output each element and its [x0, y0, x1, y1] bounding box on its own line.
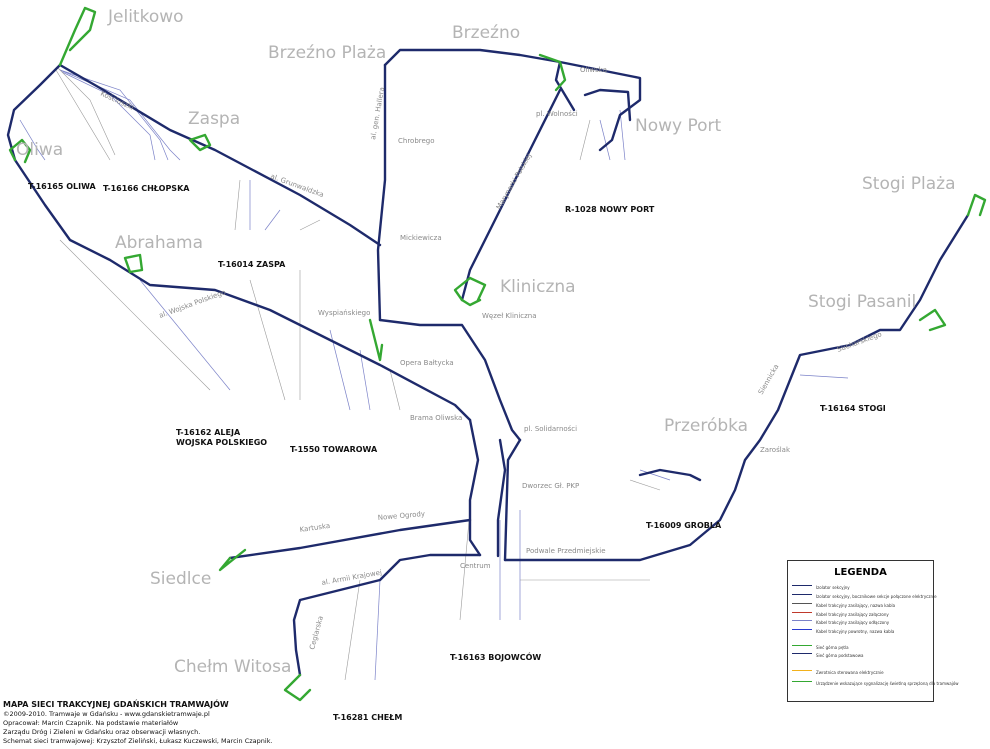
credits-line: Zarządu Dróg i Zieleni w Gdańsku oraz ob…	[3, 728, 201, 736]
legend-symbol-icon	[792, 629, 812, 636]
district-label-chelm-witosa: Chełm Witosa	[174, 657, 291, 677]
substation-label-t16164: T-16164 STOGI	[820, 404, 886, 413]
station-label-hallera: al. gen. Hallera	[369, 87, 386, 141]
station-label-zaroslak: Zaroślak	[760, 446, 791, 454]
station-label-grunwaldzka: al. Grunwaldzka	[269, 172, 325, 199]
legend-symbol-icon	[792, 620, 812, 627]
substation-label-t16009: T-16009 GROBLA	[646, 521, 722, 530]
station-label-mickiewicza: Mickiewicza	[400, 234, 442, 242]
legend-symbol-icon	[792, 612, 812, 619]
station-label-opera-baltycka: Opera Bałtycka	[400, 359, 454, 367]
legend-item-label: Kabel trakcyjny powrotny, nazwa kabla	[816, 628, 895, 634]
legend-item-label: Zwrotnica sterowana elektrycznie	[816, 669, 884, 675]
legend-item-label: Urządzenie wskazujące sygnalizację świet…	[816, 680, 959, 686]
legend-item-urzadzenie: Urządzenie wskazujące sygnalizację świet…	[792, 679, 959, 687]
station-label-pl-wolnosci: pl. Wolności	[536, 110, 578, 118]
district-label-kliniczna: Kliniczna	[500, 277, 576, 297]
station-label-nowe-ogrody: Nowe Ogrody	[377, 510, 425, 522]
credits-block: MAPA SIECI TRAKCYJNEJ GDAŃSKICH TRAMWAJÓ…	[3, 700, 323, 746]
substation-label-t16014: T-16014 ZASPA	[218, 260, 286, 269]
legend-symbol-icon	[792, 594, 812, 601]
station-label-podwale: Podwale Przedmiejskie	[526, 547, 606, 555]
substation-label-r1028: R-1028 NOWY PORT	[565, 205, 655, 214]
station-label-ceglarska: Ceglarska	[308, 615, 325, 651]
station-label-marynarki: Marynarki Polskiej	[495, 152, 534, 211]
district-label-oliwa: Oliwa	[16, 140, 63, 160]
station-label-armii-krajowej: al. Armii Krajowej	[321, 568, 383, 587]
substation-label-t16281: T-16281 CHEŁM	[333, 713, 402, 722]
legend-item-label: Sieć górna pętla	[816, 644, 849, 650]
district-label-siedlce: Siedlce	[150, 569, 211, 589]
station-label-wyspianskiego: Wyspiańskiego	[318, 309, 370, 317]
station-label-kartuska: Kartuska	[299, 522, 331, 534]
substation-label-t16163: T-16163 BOJOWCÓW	[450, 651, 541, 662]
legend-item-label: Izolator sekcyjny, bocznikowe sekcje poł…	[816, 593, 937, 599]
district-label-zaspa: Zaspa	[188, 109, 240, 129]
legend-item-label: Izolator sekcyjny	[816, 584, 850, 590]
district-label-nowy-port: Nowy Port	[635, 116, 722, 136]
legend-item-izolator-bocz: Izolator sekcyjny, bocznikowe sekcje poł…	[792, 592, 937, 600]
district-label-jelitkowo: Jelitkowo	[107, 7, 184, 27]
station-label-wojska-polskiego: al. Wojska Polskiego	[158, 288, 227, 320]
legend-item-izolator: Izolator sekcyjny	[792, 583, 850, 591]
station-label-majora-sucharskiego: Sucharskiego	[836, 330, 883, 354]
legend-item-label: Kabel trakcyjny zasilający, nazwa kabla	[816, 602, 896, 608]
legend-symbol-icon	[792, 670, 812, 677]
station-label-oliwska: Oliwska	[580, 66, 607, 74]
district-label-stogi-pasanil: Stogi Pasanil	[808, 292, 916, 312]
legend-item-label: Sieć górna podstawowa	[816, 652, 864, 658]
legend-symbol-icon	[792, 585, 812, 592]
district-label-brzezno: Brzeźno	[452, 23, 520, 43]
credits-title: MAPA SIECI TRAKCYJNEJ GDAŃSKICH TRAMWAJÓ…	[3, 700, 229, 709]
station-label-pl-solidarnosci: pl. Solidarności	[524, 425, 577, 433]
legend-symbol-icon	[792, 681, 812, 688]
substation-labels: T-16165 OLIWA T-16166 CHŁOPSKA T-16014 ZAS…	[28, 182, 886, 722]
substation-label-t16165: T-16165 OLIWA	[28, 182, 97, 191]
legend-item-label: Kabel trakcyjny zasilający odłączony	[816, 619, 890, 625]
station-labels: Chrobrego pl. WolnościMickiewiczaWyspiańs…	[99, 66, 883, 651]
station-label-chrobrego: Chrobrego	[398, 137, 435, 145]
substation-label-t1550: T-1550 TOWAROWA	[290, 445, 378, 454]
feeder-cables	[19, 67, 849, 681]
tram-tracks	[6, 48, 970, 677]
legend-symbol-icon	[792, 653, 812, 660]
legend-item-sieci-podst: Sieć górna podstawowa	[792, 651, 863, 659]
station-label-centrum: Centrum	[460, 562, 491, 570]
credits-line: Opracował: Marcin Czapnik. Na podstawie …	[3, 719, 179, 727]
district-label-przerobka: Przeróbka	[664, 416, 748, 436]
legend-item-sieci-petla: Sieć górna pętla	[792, 643, 849, 651]
terminal-loops	[8, 6, 987, 702]
legend-symbol-icon	[792, 603, 812, 610]
credits-line: ©2009-2010. Tramwaje w Gdańsku - www.gda…	[3, 710, 210, 718]
legend-symbol-icon	[792, 645, 812, 652]
legend-item-zwrotnica: Zwrotnica sterowana elektrycznie	[792, 668, 884, 676]
legend-item-kabel-zasil-czynny: Kabel trakcyjny zasilający załączony	[792, 610, 889, 618]
station-label-wezel-kliniczna: Węzeł Kliniczna	[482, 312, 537, 320]
station-label-brama-oliwska: Brama Oliwska	[410, 414, 462, 422]
credits-line: Schemat sieci tramwajowej: Krzysztof Zie…	[3, 737, 273, 745]
district-label-stogi-plaza: Stogi Plaża	[862, 174, 956, 194]
station-label-siennicka: Siennicka	[757, 363, 781, 396]
legend-title: LEGENDA	[834, 567, 887, 578]
district-label-brzezno-plaza: Brzeźno Plaża	[268, 43, 386, 63]
legend-item-kabel-zasil: Kabel trakcyjny zasilający, nazwa kabla	[792, 601, 895, 609]
station-label-dworzec: Dworzec Gł. PKP	[522, 482, 579, 490]
legend-item-kabel-powrot: Kabel trakcyjny powrotny, nazwa kabla	[792, 627, 894, 635]
legend-item-kabel-zasil-odl: Kabel trakcyjny zasilający odłączony	[792, 618, 889, 626]
substation-label-t16166: T-16166 CHŁOPSKA	[103, 184, 190, 193]
legend-item-label: Kabel trakcyjny zasilający załączony	[816, 611, 889, 617]
station-label-kosciuszki: Kościuszki	[99, 90, 135, 112]
district-label-abrahama: Abrahama	[115, 233, 203, 253]
